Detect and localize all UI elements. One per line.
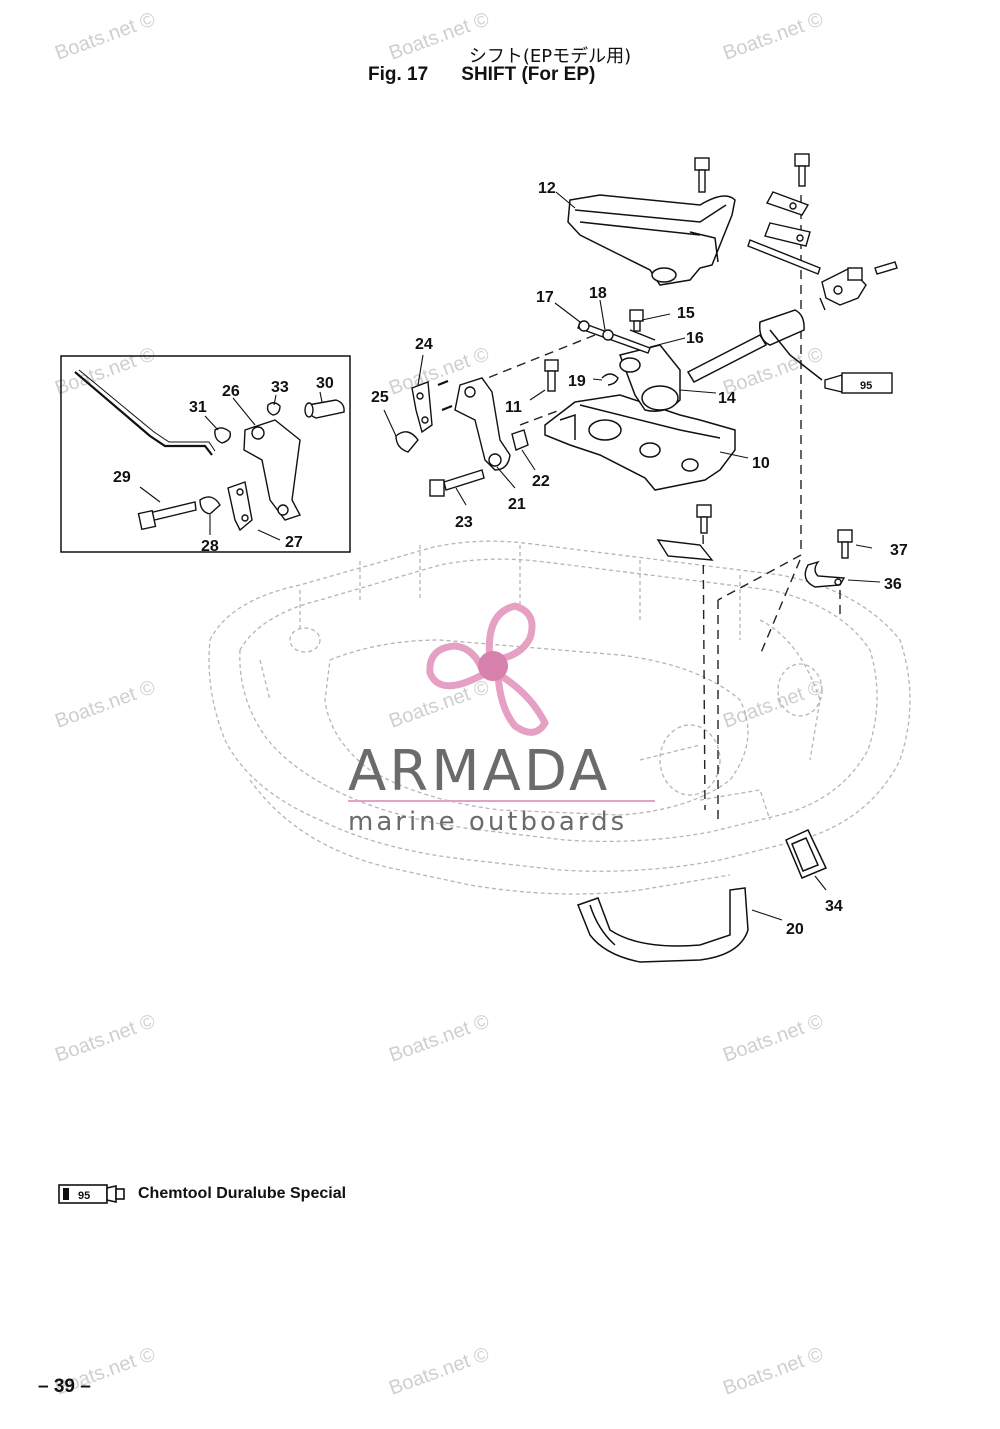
- legend-code: 95: [78, 1190, 90, 1202]
- callout-numbers: 12 17 18 15 16 19 11 14 10 24 25 23 21 2…: [113, 180, 908, 938]
- neutral-switch: [819, 267, 867, 311]
- grease-tube-icon: 95: [58, 1184, 125, 1204]
- part-34-grommet: [785, 829, 828, 879]
- callout-24: 24: [415, 336, 433, 353]
- hardware-bolts: [429, 153, 898, 559]
- title-japanese: シフト(EPモデル用): [468, 46, 632, 67]
- figure-title-text: SHIFT (For EP): [461, 64, 596, 85]
- watermark-text: Boats.net ©: [720, 8, 826, 65]
- shift-shaft: [686, 309, 823, 383]
- callout-30: 30: [316, 375, 334, 392]
- callout-16: 16: [686, 330, 704, 347]
- callout-11: 11: [505, 399, 522, 416]
- watermark-text: Boats.net ©: [720, 1010, 826, 1067]
- callout-21: 21: [508, 496, 526, 513]
- mounting-plate: [656, 539, 714, 561]
- propeller-hub-icon: [478, 651, 508, 681]
- shift-plates: [747, 191, 821, 275]
- callout-34: 34: [825, 898, 843, 915]
- callout-31: 31: [189, 399, 207, 416]
- part-14-shift-lever: [619, 344, 681, 412]
- assembly-guide-lines: [469, 195, 841, 820]
- watermark-text: Boats.net ©: [52, 676, 158, 733]
- logo-name: ARMADA: [348, 739, 610, 804]
- leader-lines: [139, 191, 881, 921]
- grease-tube: 95: [824, 372, 893, 394]
- callout-23: 23: [455, 514, 473, 531]
- callout-15: 15: [677, 305, 695, 322]
- callout-26: 26: [222, 383, 240, 400]
- callout-29: 29: [113, 469, 131, 486]
- callout-36: 36: [884, 576, 902, 593]
- callout-25: 25: [371, 389, 389, 406]
- callout-33: 33: [271, 379, 289, 396]
- figure-title: Fig. 17 SHIFT (For EP): [368, 64, 595, 86]
- watermark-text: Boats.net ©: [386, 8, 492, 65]
- callout-12: 12: [538, 180, 556, 197]
- figure-number: Fig. 17: [368, 64, 429, 85]
- armada-logo: ARMADA marine outboards: [348, 602, 655, 837]
- callout-20: 20: [786, 921, 804, 938]
- callout-18: 18: [589, 285, 607, 302]
- watermark-text: Boats.net ©: [720, 676, 826, 733]
- watermark-text: Boats.net ©: [52, 8, 158, 65]
- logo-tagline: marine outboards: [348, 807, 627, 837]
- inset-parts: [74, 369, 345, 532]
- callout-22: 22: [532, 473, 550, 490]
- callout-27: 27: [285, 534, 303, 551]
- cable-clamp: [804, 560, 846, 588]
- part-10-shift-bracket: [544, 394, 736, 491]
- callout-10: 10: [752, 455, 770, 472]
- callout-37: 37: [890, 542, 908, 559]
- part-20-lower-bracket: [577, 887, 749, 963]
- callout-17: 17: [536, 289, 554, 306]
- part-12-shift-cover: [567, 194, 736, 286]
- watermark-text: Boats.net ©: [52, 1010, 158, 1067]
- grease-code-label: 95: [860, 380, 872, 392]
- inset-detail-box: [60, 355, 351, 553]
- callout-28: 28: [201, 538, 219, 555]
- watermark-text: Boats.net ©: [386, 1343, 492, 1400]
- legend-text: Chemtool Duralube Special: [138, 1185, 347, 1202]
- watermark-text: Boats.net ©: [720, 1343, 826, 1400]
- lower-cowling-outline: [208, 540, 911, 895]
- shift-link-parts: [395, 320, 656, 471]
- page-number: – 39 –: [38, 1376, 91, 1397]
- watermark-text: Boats.net ©: [386, 1010, 492, 1067]
- callout-19: 19: [568, 373, 586, 390]
- callout-14: 14: [718, 390, 736, 407]
- legend: 95 Chemtool Duralube Special: [58, 1183, 346, 1205]
